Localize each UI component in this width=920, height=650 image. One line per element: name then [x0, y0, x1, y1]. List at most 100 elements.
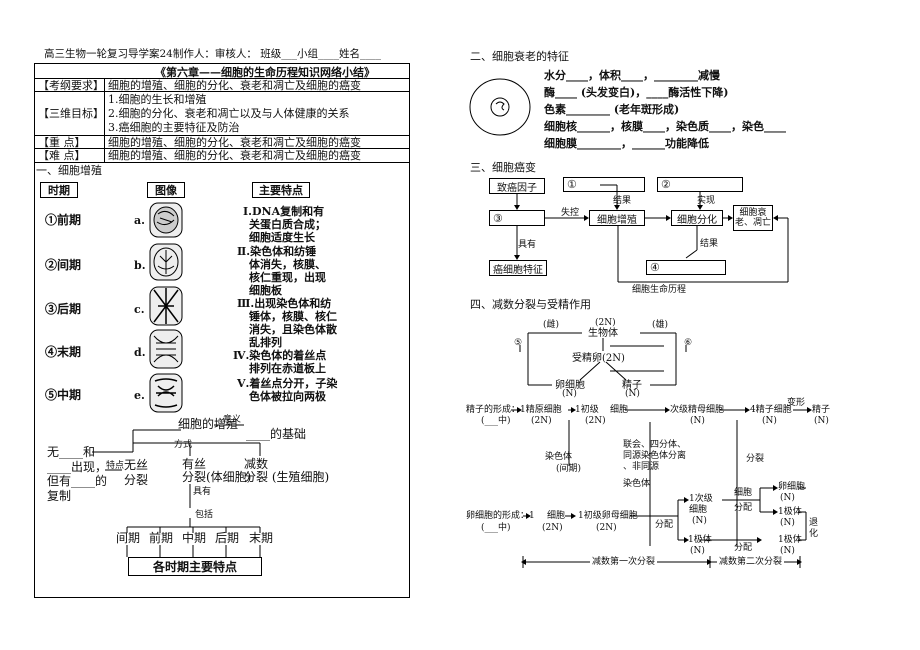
sperm-form-transform: 变形	[787, 398, 806, 408]
label-egg: 卵细胞	[555, 380, 585, 391]
egg-form-sec-cell: 细胞	[689, 505, 708, 515]
homolog-sep: 同源染色体分离	[623, 451, 687, 461]
polar-body-1: 1极体	[778, 507, 802, 517]
box-aging-death: 细胞衰老、凋亡	[733, 205, 773, 231]
box-4: ④	[646, 260, 726, 275]
img-label-c: c.	[134, 303, 145, 316]
phase-3: ③后期	[45, 302, 82, 316]
img-label-d: d.	[134, 346, 146, 359]
label-zygote: 受精卵(2N)	[572, 353, 625, 364]
egg-form-1: 1极体	[688, 535, 712, 545]
goal-line-1: 1.细胞的生长和增殖	[108, 93, 207, 106]
stage-anaphase: 后期	[215, 531, 240, 545]
section-cancer: 三、细胞癌变	[470, 161, 536, 174]
label-result-2: 结果	[700, 239, 719, 249]
box-proliferation: 细胞增殖	[589, 210, 645, 226]
sperm-form-sperm: 精子	[812, 405, 831, 415]
meiosis-1-bracket: 减数第一次分裂	[590, 557, 658, 568]
label-result: 结果	[613, 196, 632, 206]
tree-meaning: 意义	[223, 415, 242, 425]
tree-appear: ____出现，	[47, 460, 108, 474]
section-cell-division: 一、细胞增殖	[36, 164, 102, 177]
label-n-egg: (N)	[562, 389, 577, 399]
tree-jianshu-fenlie: 分裂 (生殖细胞)	[244, 470, 330, 484]
label-loss-control: 失控	[561, 208, 580, 218]
egg-form-secondary: 1次级	[689, 494, 713, 504]
label-sperm: 精子	[622, 380, 642, 391]
egg-form-n2: (N)	[690, 546, 705, 556]
egg-result-n: (N)	[780, 493, 795, 503]
sperm-form-cell: 细胞	[610, 405, 629, 415]
sperm-form-n3: (N)	[814, 416, 829, 426]
egg-form-pre: (___中)	[481, 523, 511, 533]
egg-result: 卵细胞	[778, 482, 806, 492]
label-have: 具有	[518, 240, 537, 250]
polar-body-2: 1极体	[778, 535, 802, 545]
img-label-a: a.	[134, 214, 145, 227]
egg-form-n: (N)	[692, 516, 707, 526]
box-carcinogen: 致癌因子	[489, 178, 545, 194]
egg-form-label: 卵细胞的形成：1	[466, 511, 535, 521]
box-differentiation: 细胞分化	[671, 210, 723, 226]
stage-footer: 各时期主要特点	[128, 557, 262, 576]
sperm-form-n2: (N)	[762, 416, 777, 426]
box-3: ③	[489, 210, 545, 226]
sperm-form-2n-b: (2N)	[585, 416, 606, 426]
box-cancer-feature: 癌细胞特征	[489, 260, 547, 276]
sperm-form-pre: (___中)	[481, 416, 511, 426]
label-male: (雄)	[652, 320, 669, 330]
tree-jianshu: 减数	[244, 457, 269, 471]
chrom-2: 染色体	[623, 479, 651, 489]
phase-4: ④末期	[45, 345, 82, 359]
label-n-sperm: (N)	[625, 389, 640, 399]
section-aging: 二、细胞衰老的特征	[470, 50, 569, 63]
row-content-difficult: 细胞的增殖、细胞的分化、衰老和凋亡及细胞的癌变	[108, 149, 361, 162]
row-content-key: 细胞的增殖、细胞的分化、衰老和凋亡及细胞的癌变	[108, 136, 361, 149]
col-header-image: 图像	[147, 182, 185, 198]
egg-form-cell2: 细胞	[734, 488, 753, 498]
egg-form-2n-b: (2N)	[596, 523, 617, 533]
chapter-title: 《第六章——细胞的生命历程知识网络小结》	[155, 66, 375, 79]
stage-metaphase: 中期	[182, 531, 207, 545]
sperm-form-2n: (2N)	[531, 416, 552, 426]
tree-include: 包括	[195, 510, 214, 520]
aging-line-1: 水分____，体积____，________减慢	[544, 69, 720, 82]
chrom-label: 染色体	[545, 452, 573, 462]
section-meiosis: 四、减数分裂与受精作用	[470, 298, 591, 311]
egg-form-2n: (2N)	[542, 523, 563, 533]
row-content-requirement: 细胞的增殖、细胞的分化、衰老和凋亡及细胞的癌变	[108, 79, 361, 92]
col-header-phase: 时期	[40, 182, 78, 198]
tree-copy: 复制	[47, 489, 72, 503]
summary-table	[34, 63, 410, 163]
division-label: 分裂	[746, 454, 765, 464]
tree-feature: 特点	[106, 461, 125, 471]
row-label-requirement: 【考纲要求】	[38, 79, 104, 92]
label-2n-top: (2N)	[595, 318, 616, 328]
phase-2: ②间期	[45, 258, 82, 272]
tree-wusi-fenlie: 分裂	[124, 473, 149, 487]
meiosis-2-bracket: 减数第二次分裂	[717, 557, 785, 568]
phase-1: ①前期	[45, 213, 82, 227]
tree-nothing: 无____和	[47, 445, 96, 459]
stage-interphase: 间期	[116, 531, 141, 545]
label-realize: 实现	[697, 196, 716, 206]
box-1: ①	[563, 177, 645, 192]
label-q6: ⑥	[684, 338, 693, 348]
tree-juyou: 具有	[193, 487, 212, 497]
label-female: (雌)	[543, 320, 560, 330]
synapsis: 联会、四分体、	[623, 440, 687, 450]
sperm-form-n: (N)	[690, 416, 705, 426]
col-header-feature: 主要特点	[252, 182, 310, 198]
aging-line-5: 细胞膜________，______功能降低	[544, 137, 709, 150]
row-label-difficult: 【难 点】	[38, 149, 86, 162]
egg-form-primary: 1初级卵母细胞	[578, 511, 638, 521]
phase-5: ⑤中期	[45, 388, 82, 402]
egg-form-distribute3: 分配	[734, 543, 753, 553]
sperm-form-secondary: 次级精母细胞	[670, 405, 725, 415]
stage-telophase: 末期	[249, 531, 274, 545]
page-header: 高三生物一轮复习导学案24制作人：审核人： 班级___小组____姓名____	[44, 48, 381, 60]
img-label-b: b.	[134, 259, 146, 272]
